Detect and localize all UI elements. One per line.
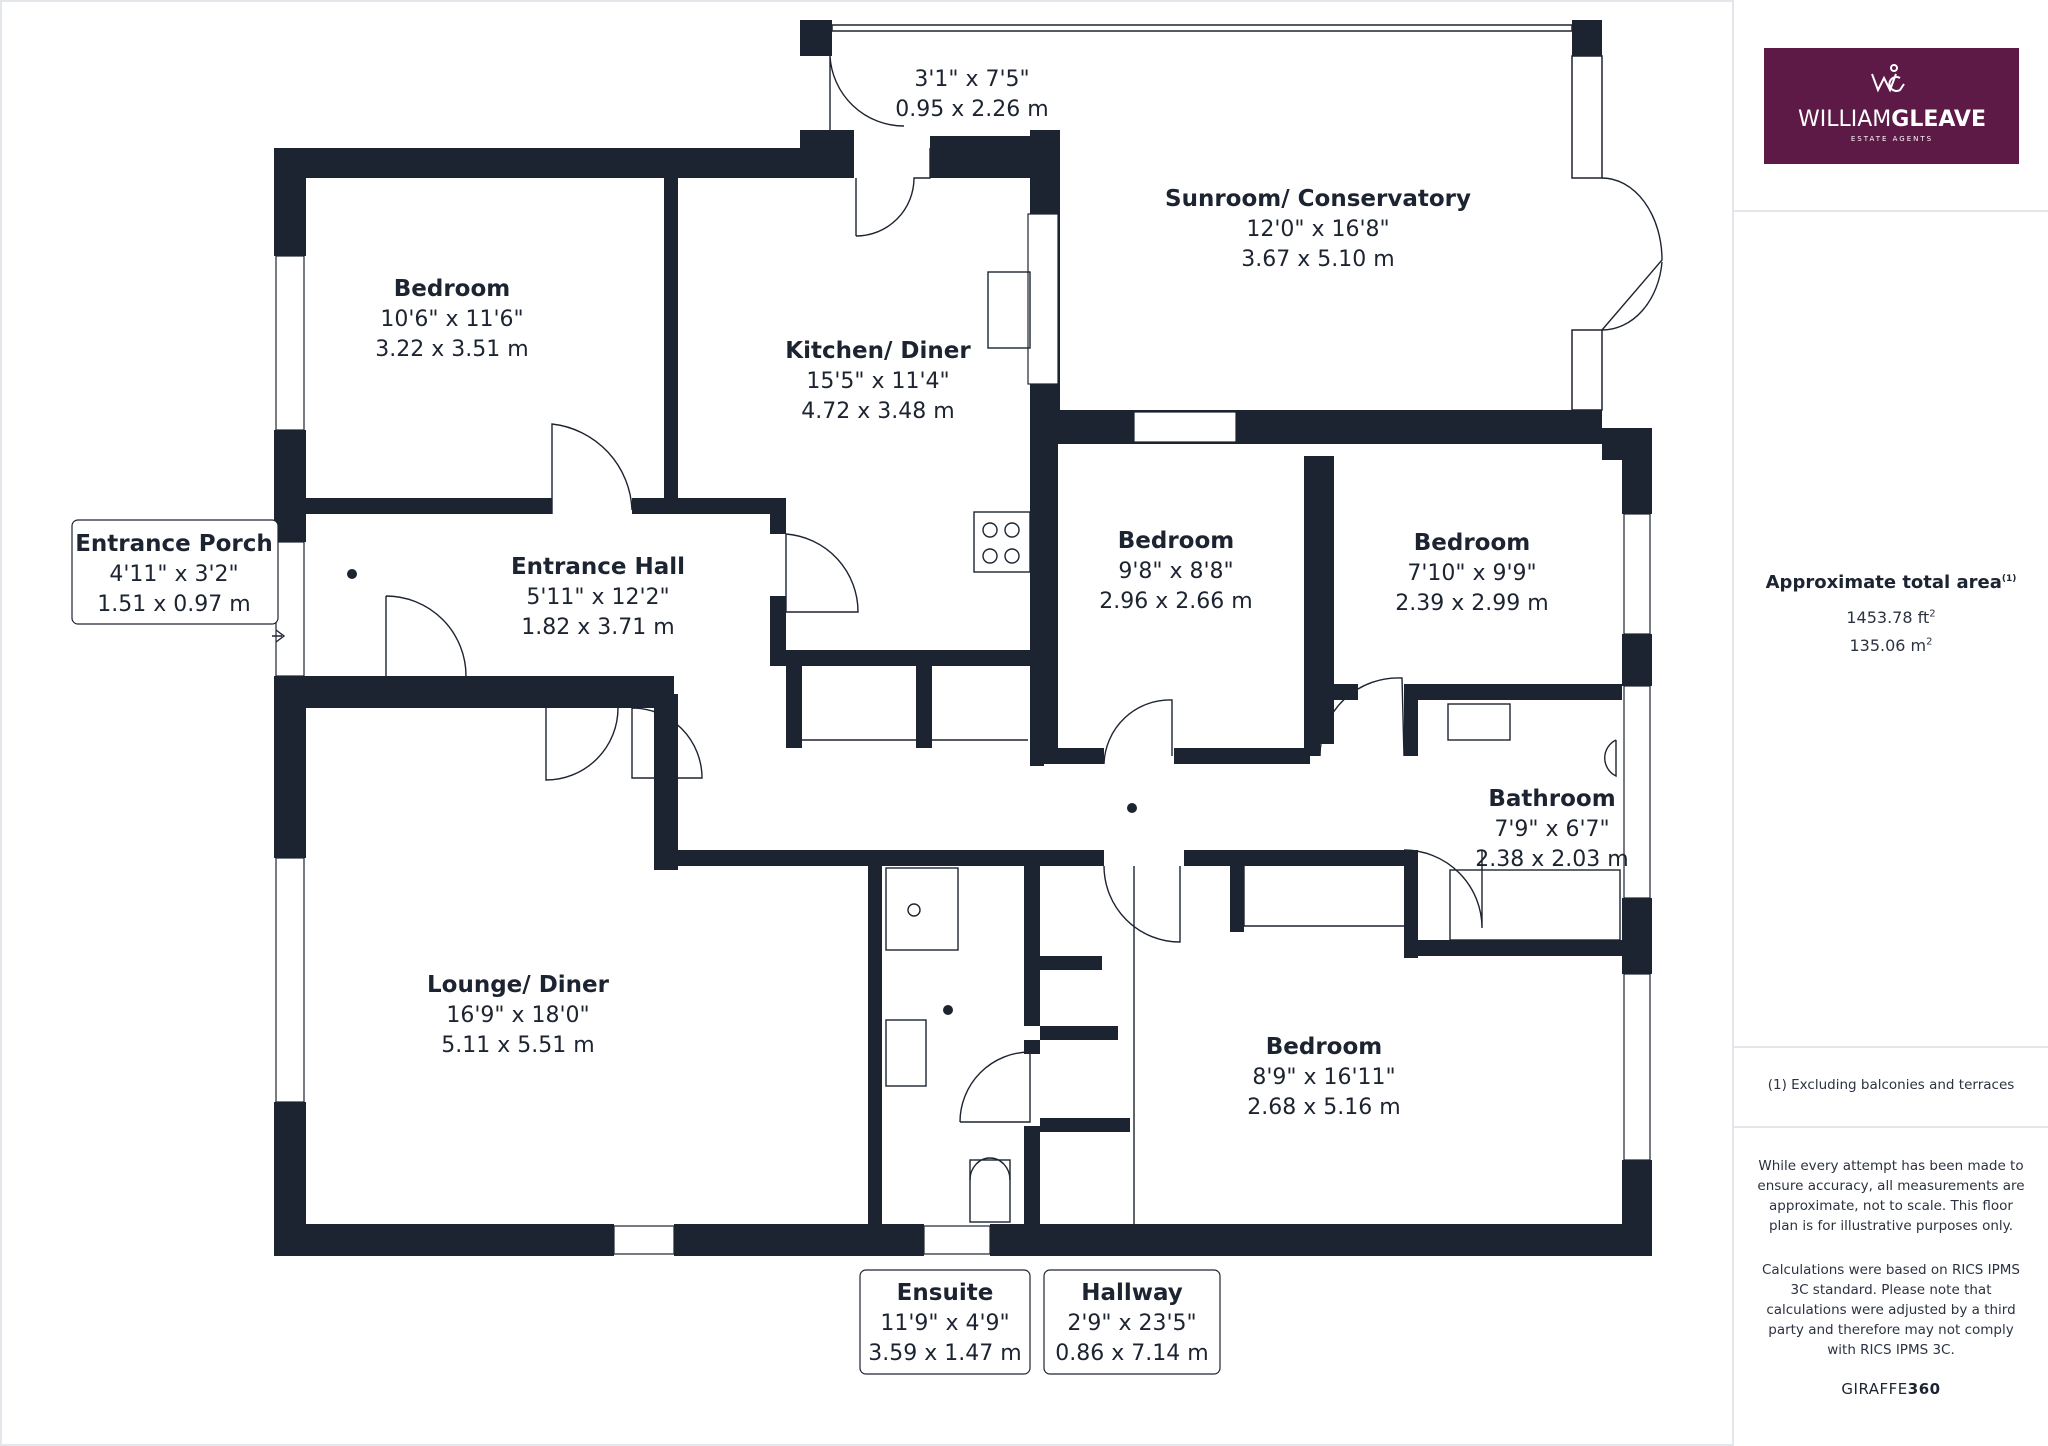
svg-text:15'5" x 11'4": 15'5" x 11'4" <box>806 369 949 394</box>
windows <box>275 213 1651 1255</box>
svg-text:3.67 x 5.10 m: 3.67 x 5.10 m <box>1241 247 1394 272</box>
wg-monogram-icon <box>1871 64 1905 93</box>
svg-text:2.96 x 2.66 m: 2.96 x 2.66 m <box>1099 589 1252 614</box>
svg-text:Kitchen/ Diner: Kitchen/ Diner <box>785 338 971 364</box>
svg-text:7'9" x 6'7": 7'9" x 6'7" <box>1494 817 1609 842</box>
svg-text:4.72 x 3.48 m: 4.72 x 3.48 m <box>801 399 954 424</box>
svg-text:1.51 x 0.97 m: 1.51 x 0.97 m <box>97 592 250 617</box>
svg-text:3.59 x 1.47 m: 3.59 x 1.47 m <box>868 1341 1021 1366</box>
svg-text:4'11" x 3'2": 4'11" x 3'2" <box>109 562 238 587</box>
floor-plan-diagram: Sunroom/ Conservatory 12'0" x 16'8" 3.67… <box>0 0 1732 1446</box>
room-label-ensuite: Ensuite 11'9" x 4'9" 3.59 x 1.47 m <box>859 1269 1031 1375</box>
walls <box>274 20 1652 1256</box>
svg-text:11'9" x 4'9": 11'9" x 4'9" <box>880 1311 1009 1336</box>
svg-text:9'8" x 8'8": 9'8" x 8'8" <box>1118 559 1233 584</box>
area-title: Approximate total area(1) <box>1765 572 2017 593</box>
svg-text:Ensuite: Ensuite <box>897 1280 994 1306</box>
svg-text:12'0" x 16'8": 12'0" x 16'8" <box>1246 217 1389 242</box>
svg-text:Lounge/ Diner: Lounge/ Diner <box>427 972 610 998</box>
svg-text:2'9" x 23'5": 2'9" x 23'5" <box>1067 1311 1196 1336</box>
svg-text:Bedroom: Bedroom <box>1118 528 1235 554</box>
area-footnote: (1) Excluding balconies and terraces <box>1767 1077 2015 1093</box>
giraffe360-credit: GIRAFFE360 <box>1841 1380 1941 1398</box>
room-label-hallway: Hallway 2'9" x 23'5" 0.86 x 7.14 m <box>1043 1269 1221 1375</box>
disclaimer-rics: Calculations were based on RICS IPMS 3C … <box>1762 1262 2020 1358</box>
room-label-lounge: Lounge/ Diner 16'9" x 18'0" 5.11 x 5.51 … <box>427 972 610 1058</box>
svg-text:WILLIAMGLEAVE: WILLIAMGLEAVE <box>1798 107 1986 132</box>
area-sqm: 135.06 m2 <box>1849 636 1933 655</box>
svg-text:Entrance Hall: Entrance Hall <box>511 554 685 580</box>
svg-text:Hallway: Hallway <box>1081 1280 1183 1306</box>
room-label-bedroom-4: Bedroom 8'9" x 16'11" 2.68 x 5.16 m <box>1247 1034 1400 1120</box>
svg-text:3'1" x 7'5": 3'1" x 7'5" <box>914 67 1029 92</box>
room-label-bedroom-3: Bedroom 7'10" x 9'9" 2.39 x 2.99 m <box>1395 530 1548 616</box>
svg-text:5.11 x 5.51 m: 5.11 x 5.51 m <box>441 1033 594 1058</box>
room-label-bedroom-1: Bedroom 10'6" x 11'6" 3.22 x 3.51 m <box>375 276 528 362</box>
room-label-porch: Entrance Porch 4'11" x 3'2" 1.51 x 0.97 … <box>71 519 279 625</box>
room-label-hall: Entrance Hall 5'11" x 12'2" 1.82 x 3.71 … <box>511 554 685 640</box>
svg-text:8'9" x 16'11": 8'9" x 16'11" <box>1252 1065 1395 1090</box>
svg-text:Bedroom: Bedroom <box>394 276 511 302</box>
svg-text:0.95 x 2.26 m: 0.95 x 2.26 m <box>895 97 1048 122</box>
room-label-kitchen: Kitchen/ Diner 15'5" x 11'4" 4.72 x 3.48… <box>785 338 971 424</box>
fixtures <box>802 271 1621 1226</box>
svg-text:10'6" x 11'6": 10'6" x 11'6" <box>380 307 523 332</box>
svg-text:0.86 x 7.14 m: 0.86 x 7.14 m <box>1055 1341 1208 1366</box>
room-label-bedroom-2: Bedroom 9'8" x 8'8" 2.96 x 2.66 m <box>1099 528 1252 614</box>
svg-text:16'9" x 18'0": 16'9" x 18'0" <box>446 1003 589 1028</box>
brand-logo: WILLIAMGLEAVE ESTATE AGENTS <box>1764 48 2019 164</box>
svg-text:5'11" x 12'2": 5'11" x 12'2" <box>526 585 669 610</box>
svg-text:Bedroom: Bedroom <box>1414 530 1531 556</box>
room-label-conservatory: Sunroom/ Conservatory 12'0" x 16'8" 3.67… <box>1165 186 1471 272</box>
disclaimer-accuracy: While every attempt has been made to ens… <box>1757 1158 2025 1234</box>
svg-text:3.22 x 3.51 m: 3.22 x 3.51 m <box>375 337 528 362</box>
room-label-bathroom: Bathroom 7'9" x 6'7" 2.38 x 2.03 m <box>1475 786 1628 872</box>
svg-text:Entrance Porch: Entrance Porch <box>75 531 273 557</box>
area-sqft: 1453.78 ft2 <box>1846 608 1936 627</box>
svg-text:7'10" x 9'9": 7'10" x 9'9" <box>1407 561 1536 586</box>
svg-text:Sunroom/ Conservatory: Sunroom/ Conservatory <box>1165 186 1471 212</box>
svg-text:Bathroom: Bathroom <box>1488 786 1615 812</box>
svg-text:2.39 x 2.99 m: 2.39 x 2.99 m <box>1395 591 1548 616</box>
svg-text:2.68 x 5.16 m: 2.68 x 5.16 m <box>1247 1095 1400 1120</box>
svg-text:ESTATE AGENTS: ESTATE AGENTS <box>1851 135 1933 143</box>
room-label-store: 3'1" x 7'5" 0.95 x 2.26 m <box>895 67 1048 122</box>
svg-text:2.38 x 2.03 m: 2.38 x 2.03 m <box>1475 847 1628 872</box>
info-sidebar: WILLIAMGLEAVE ESTATE AGENTS Approximate … <box>1732 0 2048 1446</box>
svg-text:1.82 x 3.71 m: 1.82 x 3.71 m <box>521 615 674 640</box>
svg-text:Bedroom: Bedroom <box>1266 1034 1383 1060</box>
doors <box>385 55 1663 1123</box>
